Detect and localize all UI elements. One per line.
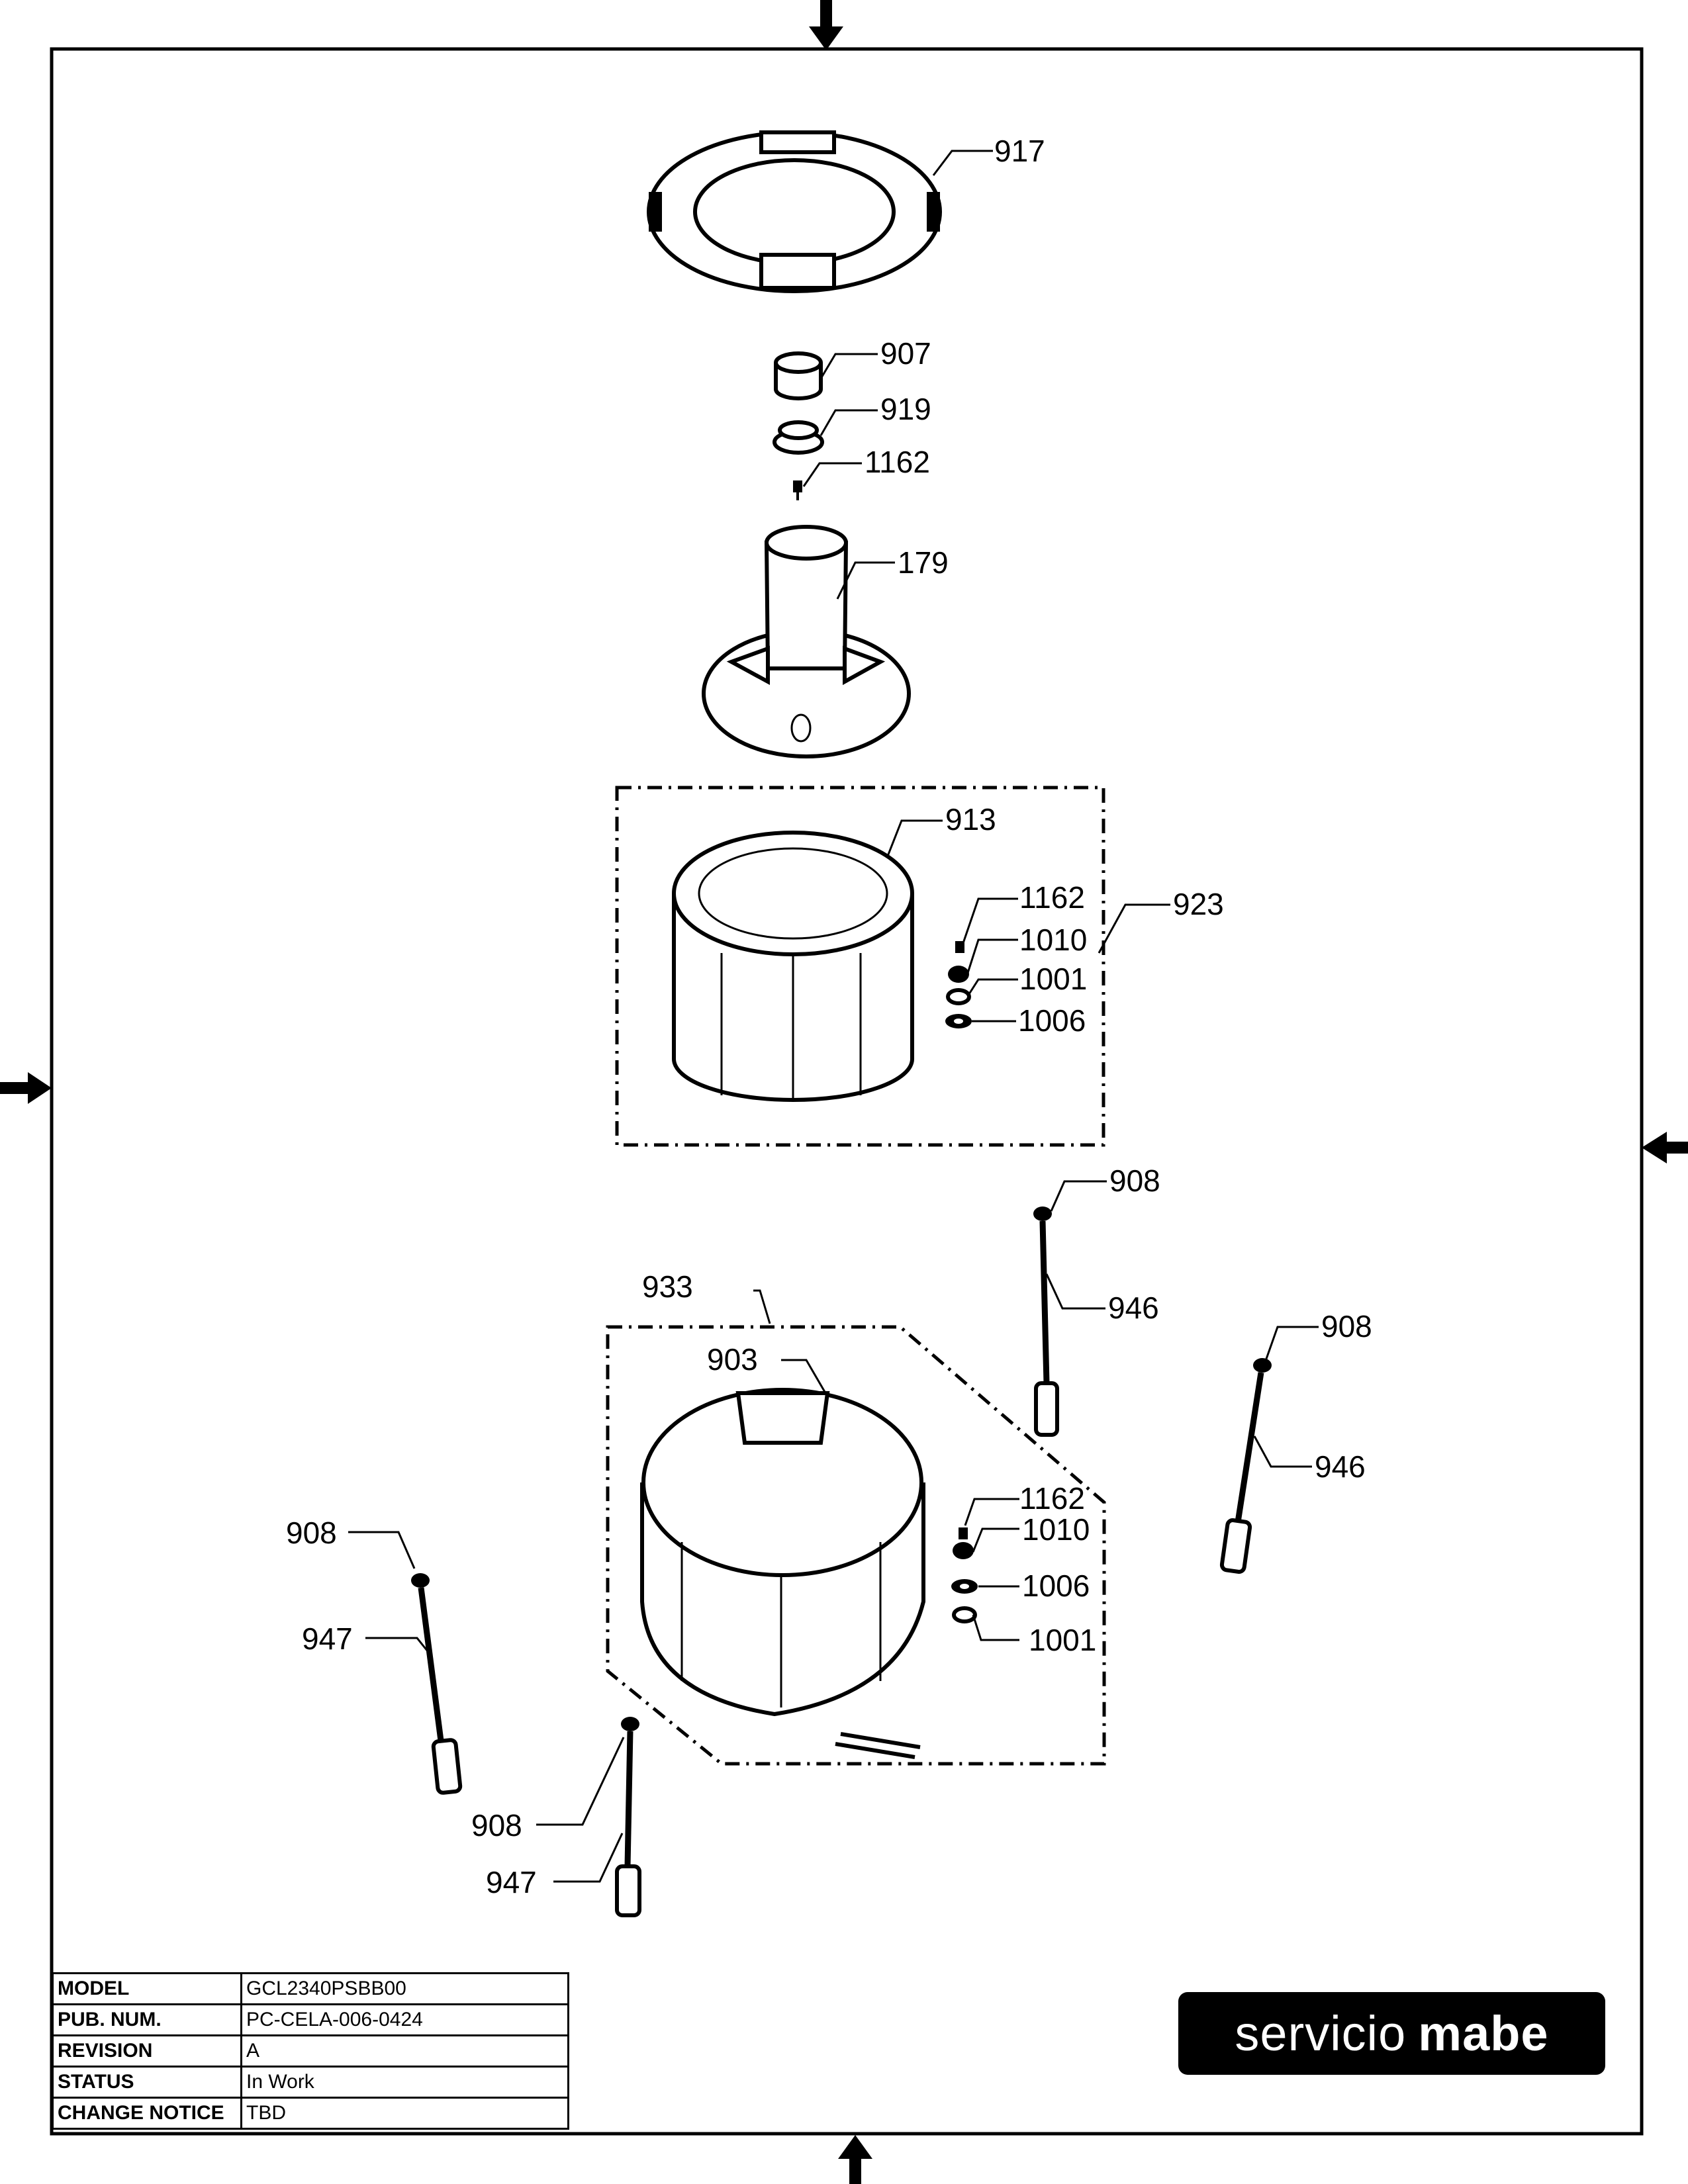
part-907-cap [774,351,823,400]
part-1010-nut-a [948,966,969,983]
callout-1001-tub: 1001 [1029,1623,1096,1657]
servicio-mabe-logo: servicio mabe [1178,1992,1605,2075]
title-row-model: MODEL GCL2340PSBB00 [52,1972,569,2005]
logo-text-light: servicio [1235,2006,1407,2061]
callout-908-bottom: 908 [471,1808,522,1843]
part-946-rod-b [1219,1358,1272,1574]
callout-903: 903 [707,1342,758,1377]
callout-1010-tub: 1010 [1022,1512,1090,1547]
callout-946-upper: 946 [1108,1291,1159,1325]
title-row-status: STATUS In Work [52,2066,569,2099]
revision-value: A [240,2034,569,2068]
revision-label: REVISION [52,2034,242,2068]
callout-933: 933 [642,1269,693,1304]
title-row-pub-num: PUB. NUM. PC-CELA-006-0424 [52,2003,569,2036]
callout-179: 179 [898,545,949,580]
callout-908-left: 908 [286,1516,337,1550]
part-1162-screw-b [955,941,964,953]
part-919-seal [773,420,824,455]
part-946-rod-a [1033,1206,1059,1437]
callout-907: 907 [880,336,931,371]
arrow-left-icon [0,1072,52,1104]
part-1010-nut-b [953,1542,974,1559]
title-row-change-notice: CHANGE NOTICE TBD [52,2097,569,2130]
part-1006-washer-b [951,1579,978,1594]
part-1006-washer-a [945,1014,972,1028]
callout-1162-basket: 1162 [1019,880,1085,915]
callout-947-bottom: 947 [486,1865,537,1899]
status-label: STATUS [52,2066,242,2099]
callout-908-upper: 908 [1109,1163,1160,1198]
callout-917: 917 [994,134,1045,168]
title-row-revision: REVISION A [52,2034,569,2068]
model-label: MODEL [52,1972,242,2005]
group-923-outline [615,786,1105,1147]
callout-947-left: 947 [302,1621,353,1656]
group-933-outline [606,1325,1106,1766]
part-1001-washer-b [952,1606,977,1623]
callout-913: 913 [945,802,996,837]
callout-1010-basket: 1010 [1019,923,1087,957]
part-1162-screw-c [959,1527,968,1539]
arrow-bottom-icon [838,2135,872,2184]
callout-946-right: 946 [1315,1449,1366,1484]
part-947-rod-b [615,1717,641,1917]
callout-1162-top: 1162 [865,445,930,479]
arrow-right-icon [1642,1132,1688,1163]
callout-1006-tub: 1006 [1022,1569,1090,1603]
callout-923: 923 [1173,887,1224,921]
leader-lines [348,150,1319,1883]
pub-num-value: PC-CELA-006-0424 [240,2003,569,2036]
callout-1006-basket: 1006 [1018,1003,1086,1038]
part-179-agitator [702,525,911,758]
callout-908-right: 908 [1321,1309,1372,1343]
part-913-basket [672,831,914,1102]
part-917-ring [647,130,942,293]
change-notice-label: CHANGE NOTICE [52,2097,242,2130]
part-903-tub [640,1388,925,1759]
part-947-rod-a [411,1573,463,1795]
part-1162-screw [793,480,802,500]
title-block: MODEL GCL2340PSBB00 PUB. NUM. PC-CELA-00… [52,1972,569,2130]
callout-1162-tub: 1162 [1019,1481,1085,1516]
pub-num-label: PUB. NUM. [52,2003,242,2036]
sheet-border [50,47,1644,2136]
model-value: GCL2340PSBB00 [240,1972,569,2005]
part-1001-washer-a [946,988,971,1005]
logo-text-bold: mabe [1418,2006,1549,2061]
callout-919: 919 [880,392,931,426]
callout-1001-basket: 1001 [1019,962,1087,996]
change-notice-value: TBD [240,2097,569,2130]
arrow-top-icon [809,0,843,50]
status-value: In Work [240,2066,569,2099]
